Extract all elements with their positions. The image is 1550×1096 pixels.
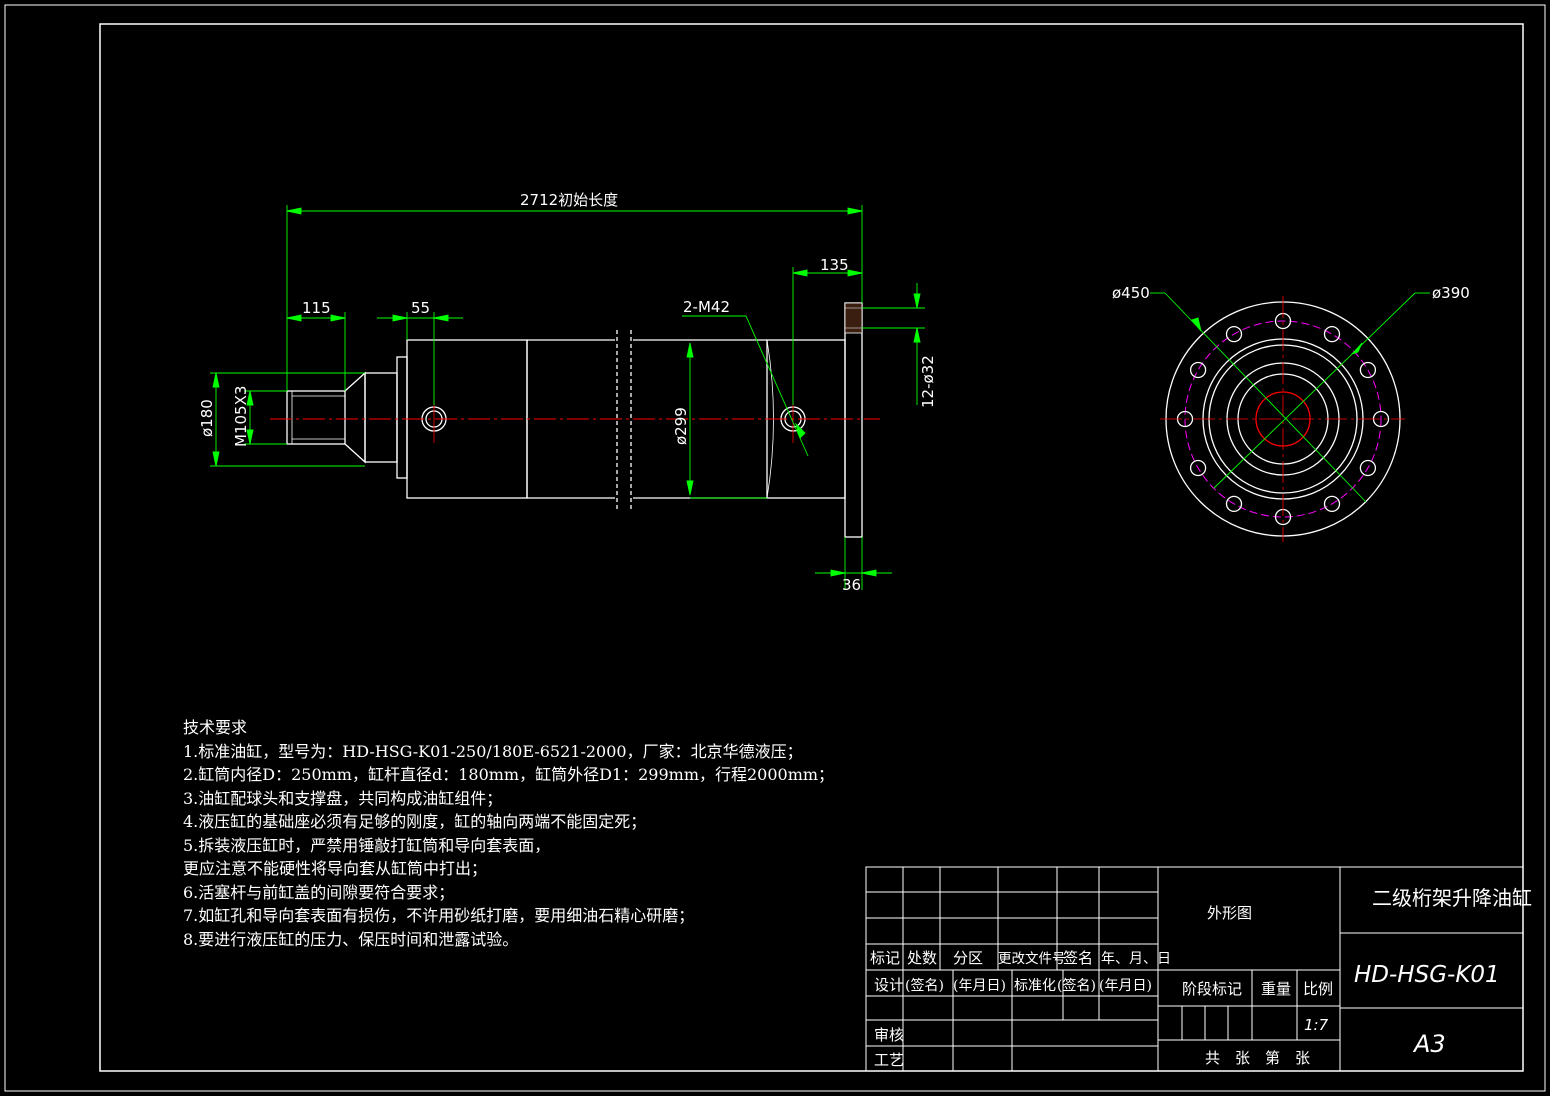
bolt-hole — [1189, 459, 1207, 477]
technical-notes: 技术要求 1.标准油缸，型号为：HD-HSG-K01-250/180E-6521… — [183, 716, 834, 951]
dim-m105x3: M105X3 — [232, 386, 250, 447]
drawing-number: HD-HSG-K01 — [1354, 962, 1500, 988]
tb-sign-paren2: (签名) — [1057, 977, 1096, 994]
cylinder-front-view — [286, 302, 863, 538]
note-item: 8.要进行液压缸的压力、保压时间和泄露试验。 — [183, 929, 519, 949]
note-item: 更应注意不能硬性将导向套从缸筒中打出； — [183, 859, 488, 878]
tb-signature: 签名 — [1063, 949, 1093, 967]
front-dimensions — [210, 205, 925, 590]
tb-date-paren: (年月日) — [953, 978, 1006, 994]
tb-standardize: 标准化 — [1014, 978, 1056, 994]
bolt-hole — [1189, 361, 1207, 379]
flange — [844, 302, 863, 538]
tb-process: 工艺 — [874, 1051, 904, 1069]
tb-design: 设计 — [874, 976, 904, 994]
note-item: 1.标准油缸，型号为：HD-HSG-K01-250/180E-6521-2000… — [183, 741, 803, 761]
tb-sign-paren: (签名) — [905, 977, 944, 994]
bolt-hole — [1323, 495, 1341, 513]
dim-36: 36 — [842, 576, 861, 594]
dim-115: 115 — [302, 299, 331, 317]
drawing-scale: 1:7 — [1304, 1016, 1329, 1034]
dim-dia450: ø450 — [1112, 284, 1150, 302]
side-dimensions — [1150, 292, 1430, 503]
dim-dia299: ø299 — [672, 407, 690, 445]
tb-count: 处数 — [907, 949, 937, 967]
front-dim-texts: 2712初始长度 135 115 55 2-M42 36 ø299 ø180 M… — [198, 191, 937, 594]
bolt-hole — [1225, 495, 1243, 513]
title-block-texts: 标记 处数 分区 更改文件号 签名 年、月、日 设计 (签名) (年月日) 标准… — [870, 886, 1532, 1069]
tb-change-doc: 更改文件号 — [998, 951, 1066, 967]
rod-thread-part — [286, 390, 346, 445]
dim-dia180: ø180 — [198, 399, 216, 437]
note-item: 6.活塞杆与前缸盖的间隙要符合要求； — [183, 882, 455, 902]
inner-frame — [99, 23, 1524, 1072]
dim-12-dia32: 12-ø32 — [919, 355, 937, 408]
dim-dia390: ø390 — [1432, 284, 1470, 302]
tb-mark: 标记 — [870, 949, 900, 967]
note-item: 2.缸筒内径D：250mm，缸杆直径d：180mm，缸筒外径D1：299mm，行… — [183, 765, 835, 784]
tb-date: 年、月、日 — [1101, 951, 1171, 967]
bolt-hole — [1359, 459, 1377, 477]
tb-sheets: 共 张 第 张 — [1205, 1049, 1310, 1067]
tb-weight: 重量 — [1261, 980, 1291, 998]
tb-stage-mark: 阶段标记 — [1182, 980, 1242, 998]
note-item: 7.如缸孔和导向套表面有损伤，不许用砂纸打磨，要用细油石精心研磨； — [183, 906, 695, 925]
bolt-hole — [1359, 361, 1377, 379]
note-item: 4.液压缸的基础座必须有足够的刚度，缸的轴向两端不能固定死； — [183, 812, 647, 831]
notes-heading: 技术要求 — [183, 718, 248, 737]
dim-135: 135 — [820, 256, 849, 274]
dim-55: 55 — [411, 299, 430, 317]
rod-taper — [344, 371, 366, 464]
note-item: 3.油缸配球头和支撑盘，共同构成油缸组件； — [183, 788, 503, 808]
title-block-italic: HD-HSG-K01 1:7 A3 — [1304, 962, 1500, 1058]
tb-date-paren2: (年月日) — [1099, 978, 1152, 994]
view-name: 外形图 — [1207, 904, 1252, 922]
tb-zone: 分区 — [953, 949, 983, 967]
paper-size: A3 — [1412, 1030, 1446, 1058]
side-dim-texts: ø450 ø390 — [1112, 284, 1470, 302]
tb-ratio: 比例 — [1303, 980, 1333, 998]
dim-2712: 2712初始长度 — [520, 191, 618, 209]
bolt-hole — [1225, 325, 1243, 343]
title-block — [865, 866, 1524, 1072]
bolt-holes — [1176, 312, 1390, 526]
tb-review: 审核 — [874, 1026, 904, 1044]
bolt-hole — [1323, 325, 1341, 343]
rod-collar — [364, 372, 398, 463]
bolt-pitch-circle — [1184, 320, 1382, 518]
outer-frame — [4, 4, 1546, 1092]
dim-2-m42: 2-M42 — [683, 298, 730, 316]
drawing-title: 二级桁架升降油缸 — [1372, 886, 1532, 910]
note-item: 5.拆装液压缸时，严禁用锤敲打缸筒和导向套表面， — [183, 835, 551, 855]
